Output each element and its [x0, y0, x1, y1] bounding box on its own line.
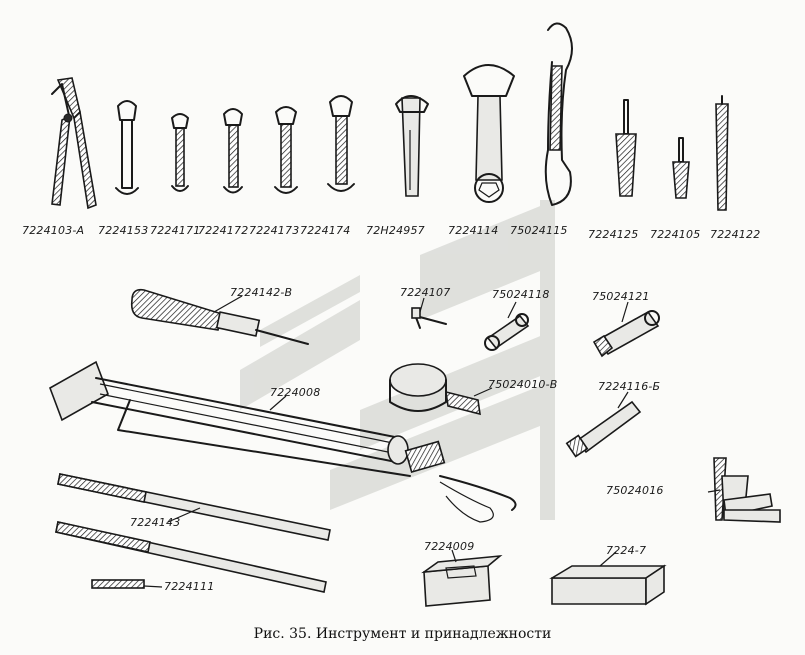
label-pliers: 7224103-А: [22, 224, 85, 237]
label-pump: 7224008: [270, 386, 321, 399]
label-wrench-4: 7224173: [249, 224, 300, 237]
wrench-drawing-7: [463, 64, 515, 203]
label-punch: 7224122: [710, 228, 761, 241]
label-soap-box: 7224009: [424, 540, 475, 553]
punch-drawing: [715, 95, 729, 211]
wrench-drawing-5: [327, 95, 355, 192]
label-feeler-gauge: 75024016: [606, 484, 664, 497]
big-screwdriver-drawing: [130, 288, 309, 345]
tool-box-drawing: [549, 564, 667, 606]
label-socket-2: 75024121: [592, 290, 650, 303]
label-wrench-6: 72Н24957: [366, 224, 425, 237]
wrench-drawing-6: [395, 95, 429, 197]
screwdriver-drawing-2: [672, 137, 690, 199]
screwdriver-drawing-1: [615, 99, 637, 197]
figure-caption: Рис. 35. Инструмент и принадлежности: [253, 626, 552, 642]
label-wrench-3: 7224172: [198, 224, 249, 237]
label-wrench-1: 7224153: [98, 224, 149, 237]
label-gauge: 75024010-В: [488, 378, 558, 391]
label-wrench-5: 7224174: [300, 224, 351, 237]
label-wrench-2: 7224171: [150, 224, 201, 237]
socket-drawing-2: [592, 310, 660, 358]
pressure-gauge-drawing: [389, 363, 481, 416]
strap-drawing-1: [57, 473, 331, 541]
tire-pump-drawing: [49, 360, 517, 523]
label-tool-box: 7224-7: [606, 544, 647, 557]
watermark-logo: [240, 200, 555, 520]
label-wrench-7: 7224114: [448, 224, 499, 237]
tools-illustration: [49, 22, 781, 607]
soap-box-drawing: [421, 554, 503, 607]
label-screwdriver-1: 7224125: [588, 228, 639, 241]
socket-drawing-3: [565, 400, 642, 458]
strap-drawing-2: [55, 521, 327, 593]
wrench-drawing-4: [274, 106, 298, 194]
label-key-small: 7224107: [400, 286, 451, 299]
label-strap: 7224143: [130, 516, 181, 529]
label-big-screwdriver: 7224142-В: [230, 286, 293, 299]
label-socket-1: 75024118: [492, 288, 550, 301]
feeler-gauge-drawing: [713, 457, 781, 523]
small-key-drawing: [411, 307, 447, 329]
label-screwdriver-2: 7224105: [650, 228, 701, 241]
hook-wrench-drawing: [544, 22, 573, 206]
bar-drawing: [91, 579, 145, 589]
label-socket-3: 7224116-Б: [598, 380, 661, 393]
wrench-drawing-1: [115, 100, 139, 195]
socket-drawing-1: [484, 313, 530, 351]
leader-lines: [143, 295, 721, 588]
label-hook-wrench: 75024115: [510, 224, 568, 237]
wrench-drawing-2: [171, 113, 189, 192]
wrench-drawing-3: [223, 108, 243, 194]
label-bar: 7224111: [164, 580, 215, 593]
pliers-drawing: [51, 77, 97, 210]
